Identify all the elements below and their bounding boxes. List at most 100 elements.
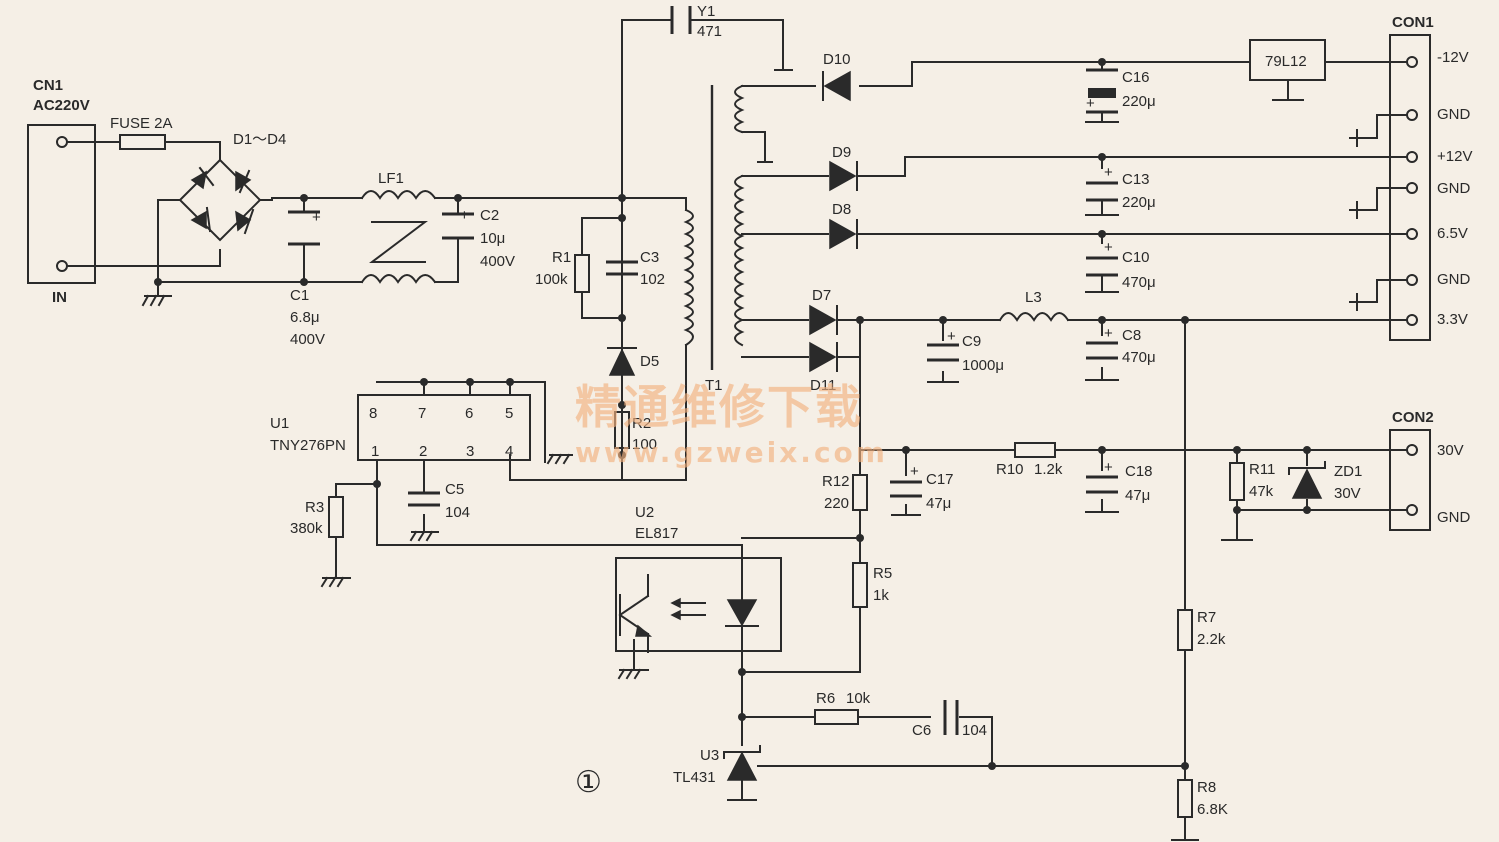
c1-value1: 6.8μ [290,309,320,326]
zd1-ref: ZD1 [1334,463,1362,480]
cn1-ref: CN1 [33,77,63,94]
r5-ref: R5 [873,565,892,582]
con2-ref: CON2 [1392,409,1434,426]
c13-ref: C13 [1122,171,1150,188]
r10-value: 1.2k [1034,461,1063,478]
u1-ref: U1 [270,415,289,432]
c18-value: 47μ [1125,487,1150,504]
l3-inductor: L3 [998,289,1070,322]
d5-diode: D5 [607,347,659,376]
con2-pin-gnd: GND [1437,509,1471,526]
u1-pin5: 5 [505,405,513,422]
r1-resistor: R1 100k [535,249,590,293]
c6-value: 104 [962,722,987,739]
r12-resistor: R12 220 [822,473,868,512]
d11-ref: D11 [810,377,836,394]
u3-ref: U3 [700,747,719,764]
c17-value: 47μ [926,495,951,512]
r8-value: 6.8K [1197,801,1228,818]
r11-resistor: R11 47k [1229,461,1275,501]
r6-value: 10k [846,690,871,707]
con1-pin-plus12v: +12V [1437,148,1472,165]
svg-text:+: + [1104,239,1113,256]
bridge-rectifier: D1～D4 [178,131,286,242]
fuse-symbol: FUSE 2A [110,115,173,150]
watermark-text: 精通维修下载 [575,380,863,434]
svg-text:+: + [1086,95,1095,112]
r8-ref: R8 [1197,779,1216,796]
r3-ref: R3 [305,499,324,516]
t1-transformer: T1 [683,69,793,394]
svg-text:+: + [1104,459,1113,476]
l3-ref: L3 [1025,289,1042,306]
con1-pin-gnd3: GND [1437,271,1471,288]
c5-ref: C5 [445,481,464,498]
u2-ref: U2 [635,504,654,521]
u1-pin6: 6 [465,405,473,422]
u2-part: EL817 [635,525,678,542]
c10-ref: C10 [1122,249,1150,266]
svg-text:+: + [1104,325,1113,342]
d9-diode: D9 [829,144,858,192]
con1-pin-gnd1: GND [1437,106,1471,123]
con1-pin-gnd2: GND [1437,180,1471,197]
r1-value: 100k [535,271,568,288]
r11-value: 47k [1249,483,1274,500]
c2-capacitor: + C2 10μ 400V [442,207,515,270]
con1-connector: CON1 -12V GND +12V GND 6.5V GND 3.3V [1389,14,1472,341]
zd1-zener: ZD1 30V [1288,461,1362,502]
d7-ref: D7 [812,287,831,304]
r2-ref: R2 [632,415,651,432]
c10-capacitor: + C10 470μ [1086,239,1156,291]
r7-ref: R7 [1197,609,1216,626]
r5-value: 1k [873,587,889,604]
watermark-url: www.gzweix.com [575,436,888,469]
c16-capacitor: + C16 220μ [1086,68,1156,114]
d8-ref: D8 [832,201,851,218]
u1-pin2: 2 [419,443,427,460]
c16-ref: C16 [1122,69,1150,86]
c9-ref: C9 [962,333,981,350]
c5-value: 104 [445,504,470,521]
y1-capacitor: Y1 471 [670,3,722,40]
c2-value2: 400V [480,253,515,270]
c3-ref: C3 [640,249,659,266]
con1-pin-3v3: 3.3V [1437,311,1468,328]
c1-capacitor: + C1 6.8μ 400V [288,209,325,348]
u1-pin3: 3 [466,443,474,460]
u2-optocoupler: U2 EL817 [615,504,782,653]
r5-resistor: R5 1k [852,562,892,608]
figure-number: ① [575,765,602,800]
r10-resistor: R10 1.2k [996,442,1063,478]
c6-ref: C6 [912,722,931,739]
junction-dots [154,58,1311,770]
bridge-label: D1～D4 [233,131,286,148]
r10-ref: R10 [996,461,1024,478]
c2-value1: 10μ [480,230,505,247]
cn1-connector: CN1 AC220V IN [27,77,96,306]
r7-resistor: R7 2.2k [1177,609,1226,651]
c8-capacitor: + C8 470μ [1086,325,1156,366]
y1-value: 471 [697,23,722,40]
con1-pin-minus12v: -12V [1437,49,1469,66]
c10-value: 470μ [1122,274,1156,291]
u1-pin1: 1 [371,443,379,460]
c1-value2: 400V [290,331,325,348]
c1-ref: C1 [290,287,309,304]
d9-ref: D9 [832,144,851,161]
d8-diode: D8 [829,201,858,250]
d10-diode: D10 [822,51,851,102]
svg-text:+: + [1104,164,1113,181]
lf1-choke: LF1 [360,170,437,284]
lf1-ref: LF1 [378,170,404,187]
r2-resistor: R2 100 [614,411,657,453]
wires [66,19,1411,841]
d11-diode: D11 [809,341,838,394]
u1-part: TNY276PN [270,437,346,454]
r12-ref: R12 [822,473,850,490]
c13-value: 220μ [1122,194,1156,211]
c17-capacitor: + C17 47μ [890,463,954,512]
con1-ref: CON1 [1392,14,1434,31]
